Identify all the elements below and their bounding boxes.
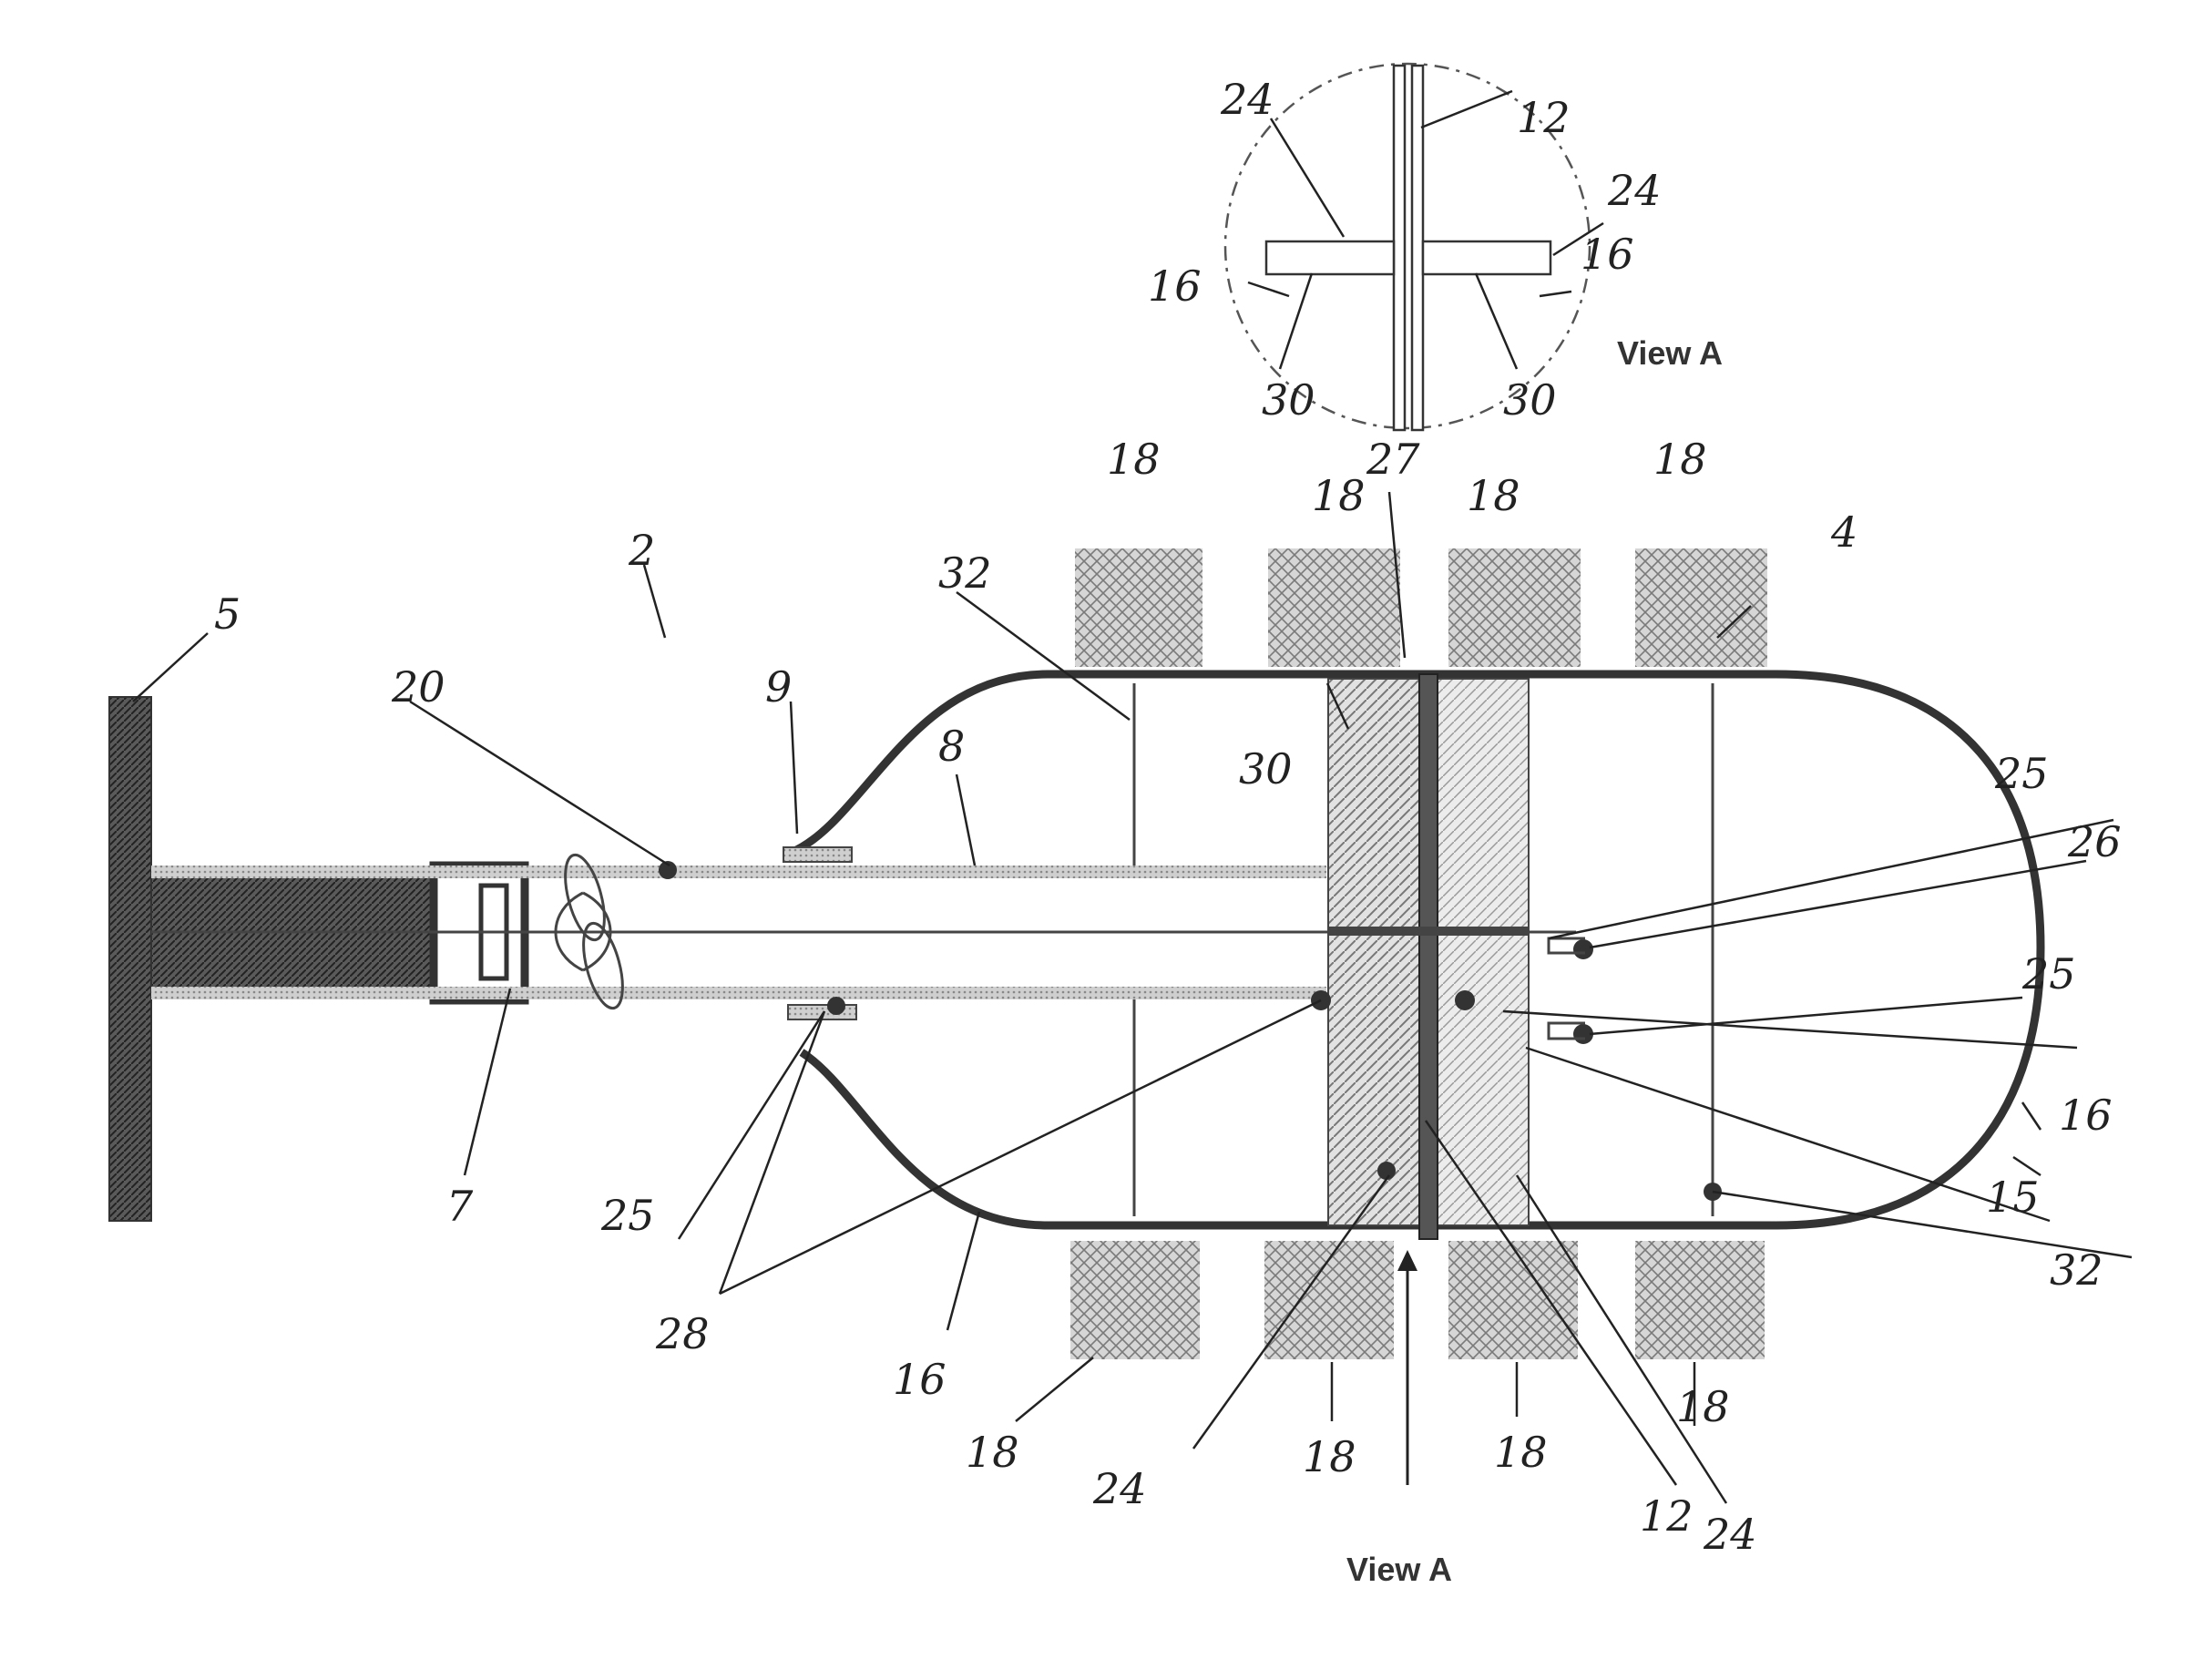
strap-top (783, 847, 852, 862)
label-26: 26 (2067, 817, 2122, 866)
label-18-top-1: 18 (1107, 435, 1161, 484)
coil-bottom-3 (1448, 1241, 1578, 1359)
label-32-top: 32 (938, 548, 992, 598)
inset-label-24-a: 24 (1220, 75, 1274, 124)
label-18-bottom-2: 18 (1303, 1432, 1356, 1481)
inset-label-12: 12 (1517, 93, 1571, 142)
label-28: 28 (655, 1309, 710, 1358)
label-20: 20 (391, 662, 445, 712)
label-4: 4 (1830, 507, 1857, 557)
reference-labels: 5 2 4 7 9 8 20 32 30 27 25 26 25 16 15 3… (214, 75, 2122, 1588)
label-25-left: 25 (600, 1191, 655, 1240)
label-2: 2 (628, 526, 655, 575)
label-30: 30 (1239, 744, 1293, 794)
clamp-block-left (1328, 679, 1419, 1225)
coil-top-3 (1448, 548, 1581, 667)
label-16-right: 16 (2059, 1091, 2113, 1140)
inset-label-24-b: 24 (1607, 166, 1662, 215)
coil-bottom-4 (1635, 1241, 1765, 1359)
inset-label-16-a: 16 (1148, 261, 1202, 311)
label-32-bottom: 32 (2050, 1245, 2103, 1295)
inset-label-30-a: 30 (1262, 375, 1315, 425)
label-25-right-bottom: 25 (2021, 949, 2076, 999)
coil-bottom-1 (1070, 1241, 1200, 1359)
shaft-tube-top (151, 866, 1326, 878)
label-18-top-3: 18 (1467, 471, 1520, 520)
label-18-top-2: 18 (1312, 471, 1366, 520)
shaft-tube-bottom (151, 987, 1326, 999)
label-18-bottom-4: 18 (1676, 1382, 1730, 1431)
label-8: 8 (938, 722, 965, 771)
label-9: 9 (765, 662, 792, 712)
inset-label-30-b: 30 (1503, 375, 1557, 425)
label-24-bottom-2: 24 (1703, 1510, 1757, 1559)
label-16-left: 16 (893, 1355, 947, 1404)
coil-top-2 (1268, 548, 1400, 667)
label-5: 5 (214, 589, 240, 639)
label-27: 27 (1366, 435, 1420, 484)
label-25-right-top: 25 (1994, 749, 2049, 798)
view-caption: View A (1346, 1551, 1452, 1588)
clamp-block-right (1438, 679, 1529, 1225)
label-24-bottom-1: 24 (1092, 1464, 1147, 1513)
wall (109, 697, 151, 1221)
inset-label-16-b: 16 (1581, 230, 1634, 279)
label-18-bottom-1: 18 (966, 1428, 1019, 1477)
label-7: 7 (446, 1182, 474, 1231)
inset-caption: View A (1617, 334, 1723, 372)
center-plate (1419, 674, 1438, 1239)
coil-top-1 (1075, 548, 1202, 667)
label-12-bottom: 12 (1640, 1491, 1694, 1541)
label-18-bottom-3: 18 (1494, 1428, 1548, 1477)
label-15: 15 (1986, 1173, 2040, 1222)
label-18-top-4: 18 (1653, 435, 1707, 484)
